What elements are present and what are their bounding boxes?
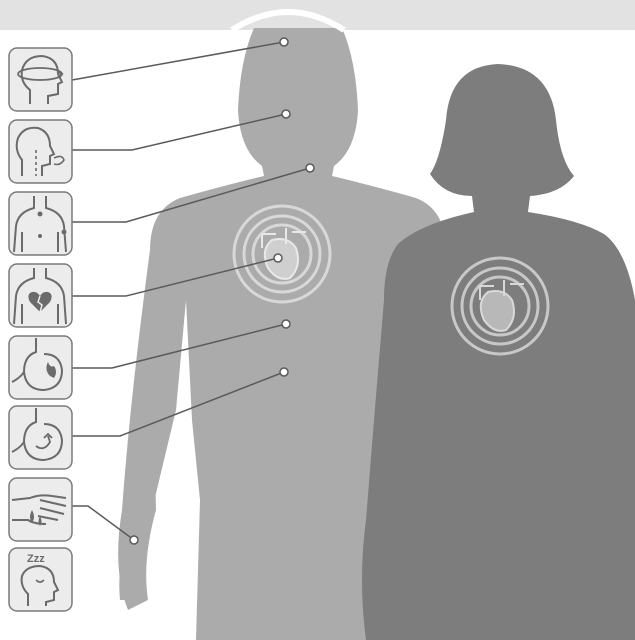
female-figure [362,64,635,640]
digestion-icon [9,406,72,469]
sleep-zzz-text: Zzz [27,553,45,565]
broken-heart-icon [9,264,72,327]
shortness-of-breath-icon [9,120,72,183]
chest-arm-discomfort-icon [9,192,72,255]
sweating-hand-icon [9,478,72,541]
target-dot-throat [282,110,290,118]
target-dot-hand [130,536,138,544]
target-dot-neck [306,164,314,172]
symptom-icon-column: Zzz [9,48,72,611]
target-dot-head [280,38,288,46]
dizziness-head-icon [9,48,72,111]
stomach-burning-icon [9,336,72,399]
target-dot-upper-stomach [282,320,290,328]
fatigue-sleep-icon: Zzz [9,548,72,611]
target-dot-chest [274,254,282,262]
target-dot-abdomen [280,368,288,376]
